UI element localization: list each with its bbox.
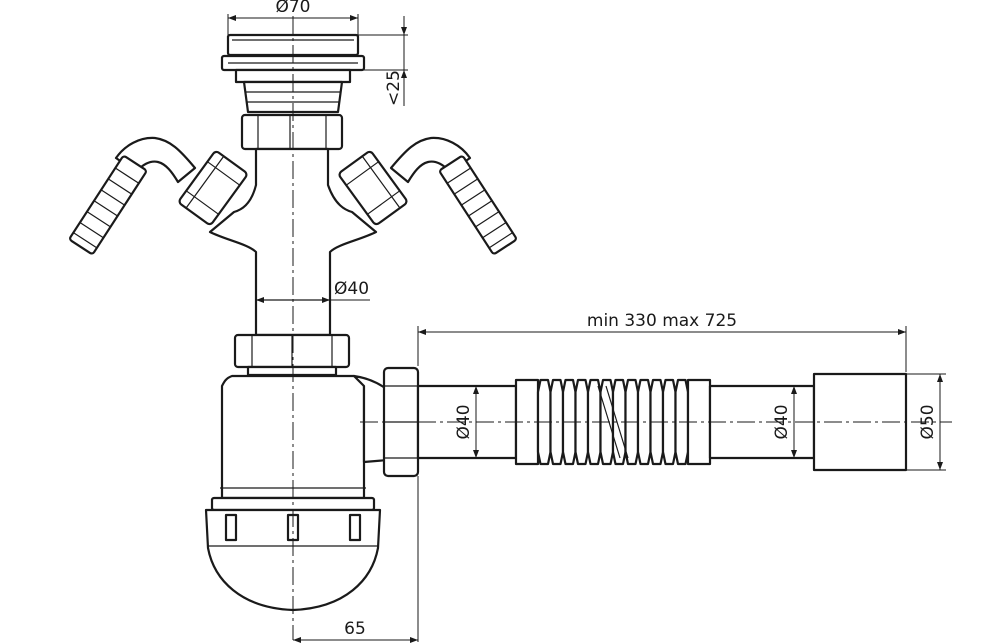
label-outlet-inlet-diameter: Ø40 [454, 404, 474, 439]
label-riser-diameter: Ø40 [334, 279, 369, 299]
dim-strainer-diameter: Ø70 [227, 0, 359, 35]
dim-hose-length: min 330 max 725 [417, 311, 907, 372]
label-hose-diameter: Ø40 [772, 404, 792, 439]
label-strainer-diameter: Ø70 [275, 0, 310, 17]
dim-riser-diameter: Ø40 [256, 279, 370, 303]
lower-union-nut [233, 333, 351, 377]
dim-outlet-diameter: Ø50 [906, 373, 946, 471]
dim-hose-diameter: Ø40 [772, 386, 797, 458]
bottle-trap [204, 374, 390, 612]
label-strainer-height: <25 [384, 70, 404, 106]
dim-outlet-offset: 65 [293, 476, 419, 643]
dim-outlet-inlet-diameter: Ø40 [454, 386, 479, 458]
upper-union-nut [240, 113, 344, 151]
label-outlet-offset: 65 [344, 619, 366, 639]
right-branch-inlet [338, 136, 517, 255]
label-hose-length: min 330 max 725 [587, 311, 737, 331]
label-outlet-diameter: Ø50 [918, 404, 938, 439]
dim-strainer-height: <25 [358, 16, 408, 106]
left-branch-inlet [69, 136, 248, 255]
